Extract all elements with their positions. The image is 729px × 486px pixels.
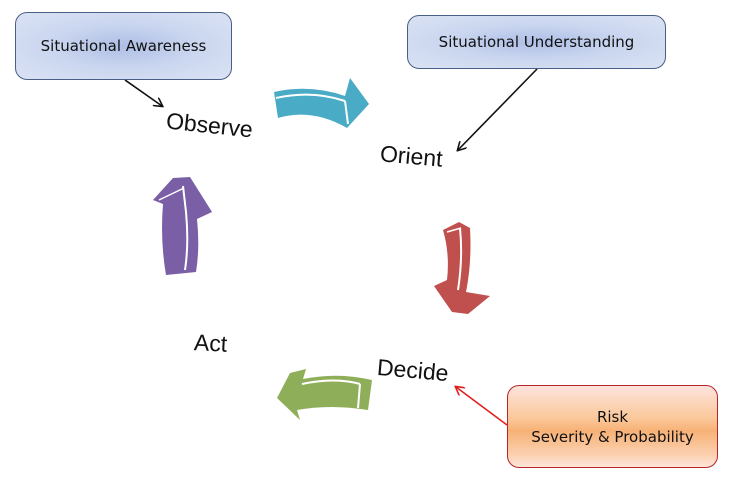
situational-awareness-label: Situational Awareness (40, 37, 207, 55)
understanding-pointer-arrow (458, 68, 538, 150)
situational-awareness-box: Situational Awareness (15, 12, 232, 80)
situational-understanding-label: Situational Understanding (438, 33, 635, 51)
risk-pointer-arrow (456, 387, 508, 426)
decide-to-act-arrow-icon (277, 369, 372, 420)
risk-box: Risk Severity & Probability (507, 385, 718, 468)
situational-understanding-box: Situational Understanding (407, 15, 666, 69)
risk-subtitle: Severity & Probability (531, 427, 694, 446)
phase-orient: Orient (379, 140, 444, 172)
risk-title: Risk (596, 407, 629, 426)
observe-to-orient-arrow-icon (274, 78, 369, 128)
phase-act: Act (193, 329, 228, 357)
awareness-pointer-arrow (124, 79, 162, 106)
orient-to-decide-arrow-icon (434, 222, 490, 314)
act-to-observe-arrow-icon (153, 177, 212, 275)
